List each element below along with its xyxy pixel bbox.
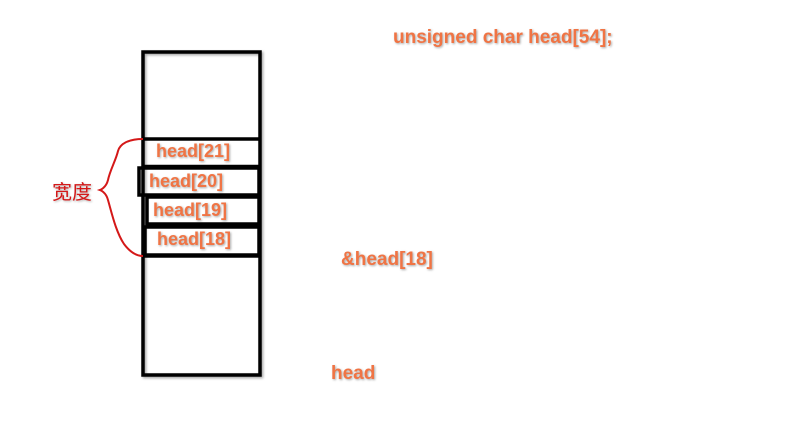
cell-label-head-21: head[21]	[156, 141, 231, 161]
declaration-text: unsigned char head[54];	[393, 27, 613, 48]
pointer-label-head: head	[331, 363, 376, 384]
cell-label-head-20: head[20]	[149, 171, 224, 191]
cell-box-head-19	[145, 195, 261, 226]
width-label: 宽度	[52, 180, 92, 204]
pointer-label-head18: &head[18]	[341, 249, 433, 270]
cell-box-head-21	[141, 137, 262, 168]
cell-label-head-18: head[18]	[157, 229, 232, 249]
cell-box-head-18	[143, 225, 261, 257]
cell-box-head-20	[137, 166, 261, 197]
width-brace	[96, 138, 144, 257]
cell-label-head-19: head[19]	[153, 200, 228, 220]
